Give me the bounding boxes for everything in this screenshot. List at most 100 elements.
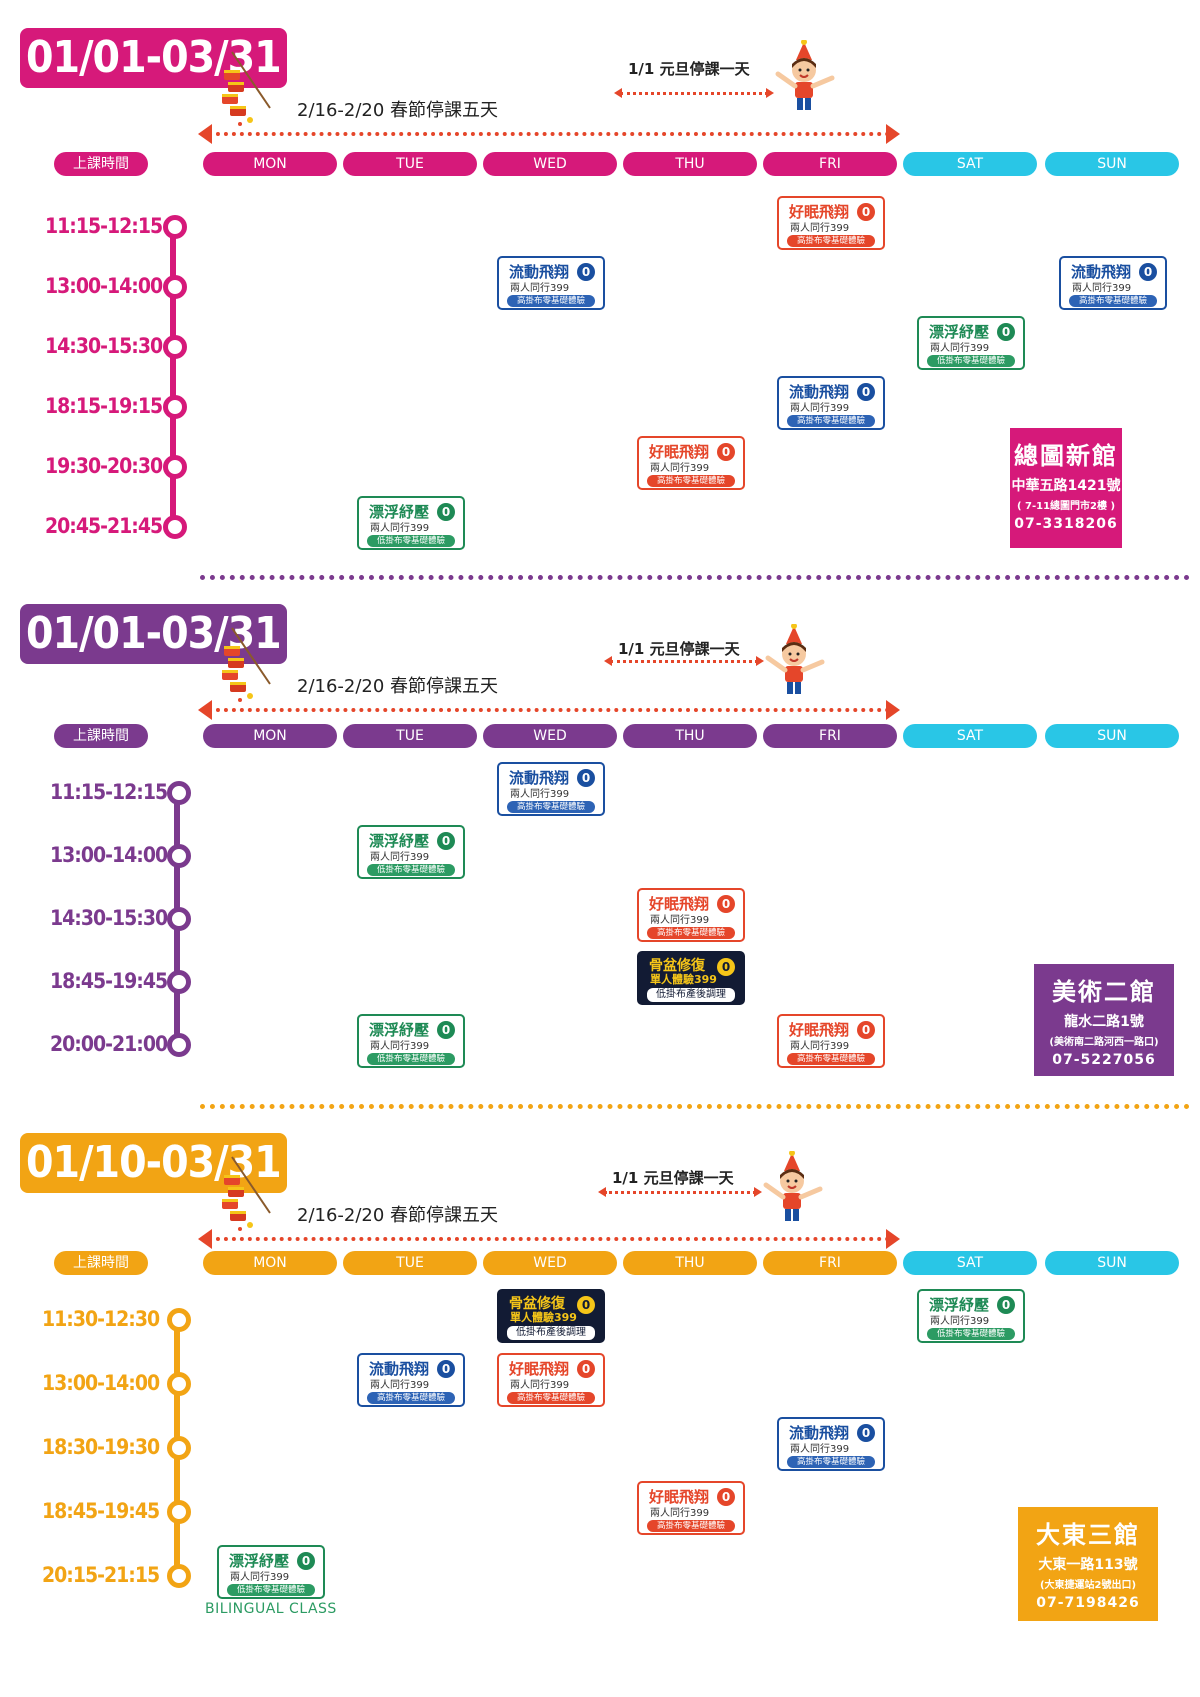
section-divider [200,1104,1190,1109]
timeline-dot [167,844,191,868]
party-kid-icon [756,1150,828,1223]
day-pill-sun: SUN [1045,1251,1179,1275]
day-pill-wed: WED [483,1251,617,1275]
venue-phone: 07-7198426 [1036,1595,1140,1611]
spring-festival-notice: 2/16-2/20 春節停課五天 [297,676,499,697]
class-name: 好眠飛翔 [509,1360,570,1378]
venue-phone: 07-5227056 [1052,1052,1156,1068]
class-name: 好眠飛翔 [789,203,850,221]
time-slot-label: 20:15-21:15 [42,1563,160,1587]
timeline-dot [163,335,187,359]
party-kid-icon [768,39,840,112]
venue-landmark: ( 7-11總圖門市2樓 ) [1016,501,1116,512]
level-badge: 0 [857,1021,875,1039]
class-price: 兩人同行399 [510,283,570,294]
venue-landmark: (美術南二路河西一路口) [1049,1037,1159,1048]
class-price: 兩人同行399 [510,789,570,800]
new-year-notice: 1/1 元旦停課一天 [628,60,750,78]
timeline-dot [163,395,187,419]
new-year-arrow [614,88,774,98]
time-slot-label: 20:00-21:00 [50,1032,168,1056]
level-badge: 0 [437,1021,455,1039]
class-name: 漂浮紓壓 [229,1552,290,1570]
class-name: 流動飛翔 [509,769,570,787]
class-name: 骨盆修復 [649,958,705,974]
day-pill-tue: TUE [343,724,477,748]
level-badge: 0 [717,1488,735,1506]
level-badge: 0 [437,503,455,521]
time-slot-label: 18:15-19:15 [45,394,163,418]
venue-name: 總圖新館 [1014,442,1118,470]
class-level: 高掛布零基礎體驗 [787,415,875,427]
day-pill-wed: WED [483,724,617,748]
time-header-pill: 上課時間 [54,724,148,748]
time-slot-label: 13:00-14:00 [45,274,163,298]
venue-phone: 07-3318206 [1014,516,1118,532]
day-pill-thu: THU [623,152,757,176]
class-name: 流動飛翔 [1071,263,1132,281]
day-pill-fri: FRI [763,724,897,748]
class-name: 漂浮紓壓 [929,323,990,341]
class-level: 低掛布零基礎體驗 [367,535,455,547]
timeline-dot [163,455,187,479]
class-name: 好眠飛翔 [649,1488,710,1506]
new-year-notice: 1/1 元旦停課一天 [618,640,740,658]
class-level: 低掛布零基礎體驗 [227,1584,315,1596]
class-name: 好眠飛翔 [789,1021,850,1039]
level-badge: 0 [717,443,735,461]
venue-box: 大東三館大東一路113號(大東捷運站2號出口)07-7198426 [1018,1507,1158,1621]
day-pill-wed: WED [483,152,617,176]
timeline-line [170,226,176,526]
class-level: 高掛布零基礎體驗 [787,1456,875,1468]
spring-festival-notice: 2/16-2/20 春節停課五天 [297,100,499,121]
timeline-dot [167,781,191,805]
class-level: 高掛布零基礎體驗 [647,1520,735,1532]
venue-address: 大東一路113號 [1038,1557,1138,1573]
class-name: 漂浮紓壓 [369,503,430,521]
class-level: 高掛布零基礎體驗 [787,235,875,247]
class-price: 兩人同行399 [230,1572,290,1583]
class-price: 兩人同行399 [370,852,430,863]
day-pill-mon: MON [203,1251,337,1275]
timeline-dot [167,1564,191,1588]
level-badge: 0 [717,958,735,976]
class-name: 漂浮紓壓 [369,1021,430,1039]
time-slot-label: 18:30-19:30 [42,1435,160,1459]
class-price: 兩人同行399 [510,1380,570,1391]
class-level: 低掛布產後調理 [647,988,735,1002]
timeline-dot [167,907,191,931]
new-year-notice: 1/1 元旦停課一天 [612,1169,734,1187]
timeline-dot [167,1033,191,1057]
class-name: 好眠飛翔 [649,443,710,461]
class-price: 兩人同行399 [650,915,710,926]
day-pill-mon: MON [203,724,337,748]
firecracker-icon [220,1153,280,1233]
timeline-dot [167,970,191,994]
class-price: 兩人同行399 [930,1316,990,1327]
day-pill-tue: TUE [343,1251,477,1275]
class-price: 兩人同行399 [790,1041,850,1052]
class-level: 低掛布零基礎體驗 [367,864,455,876]
